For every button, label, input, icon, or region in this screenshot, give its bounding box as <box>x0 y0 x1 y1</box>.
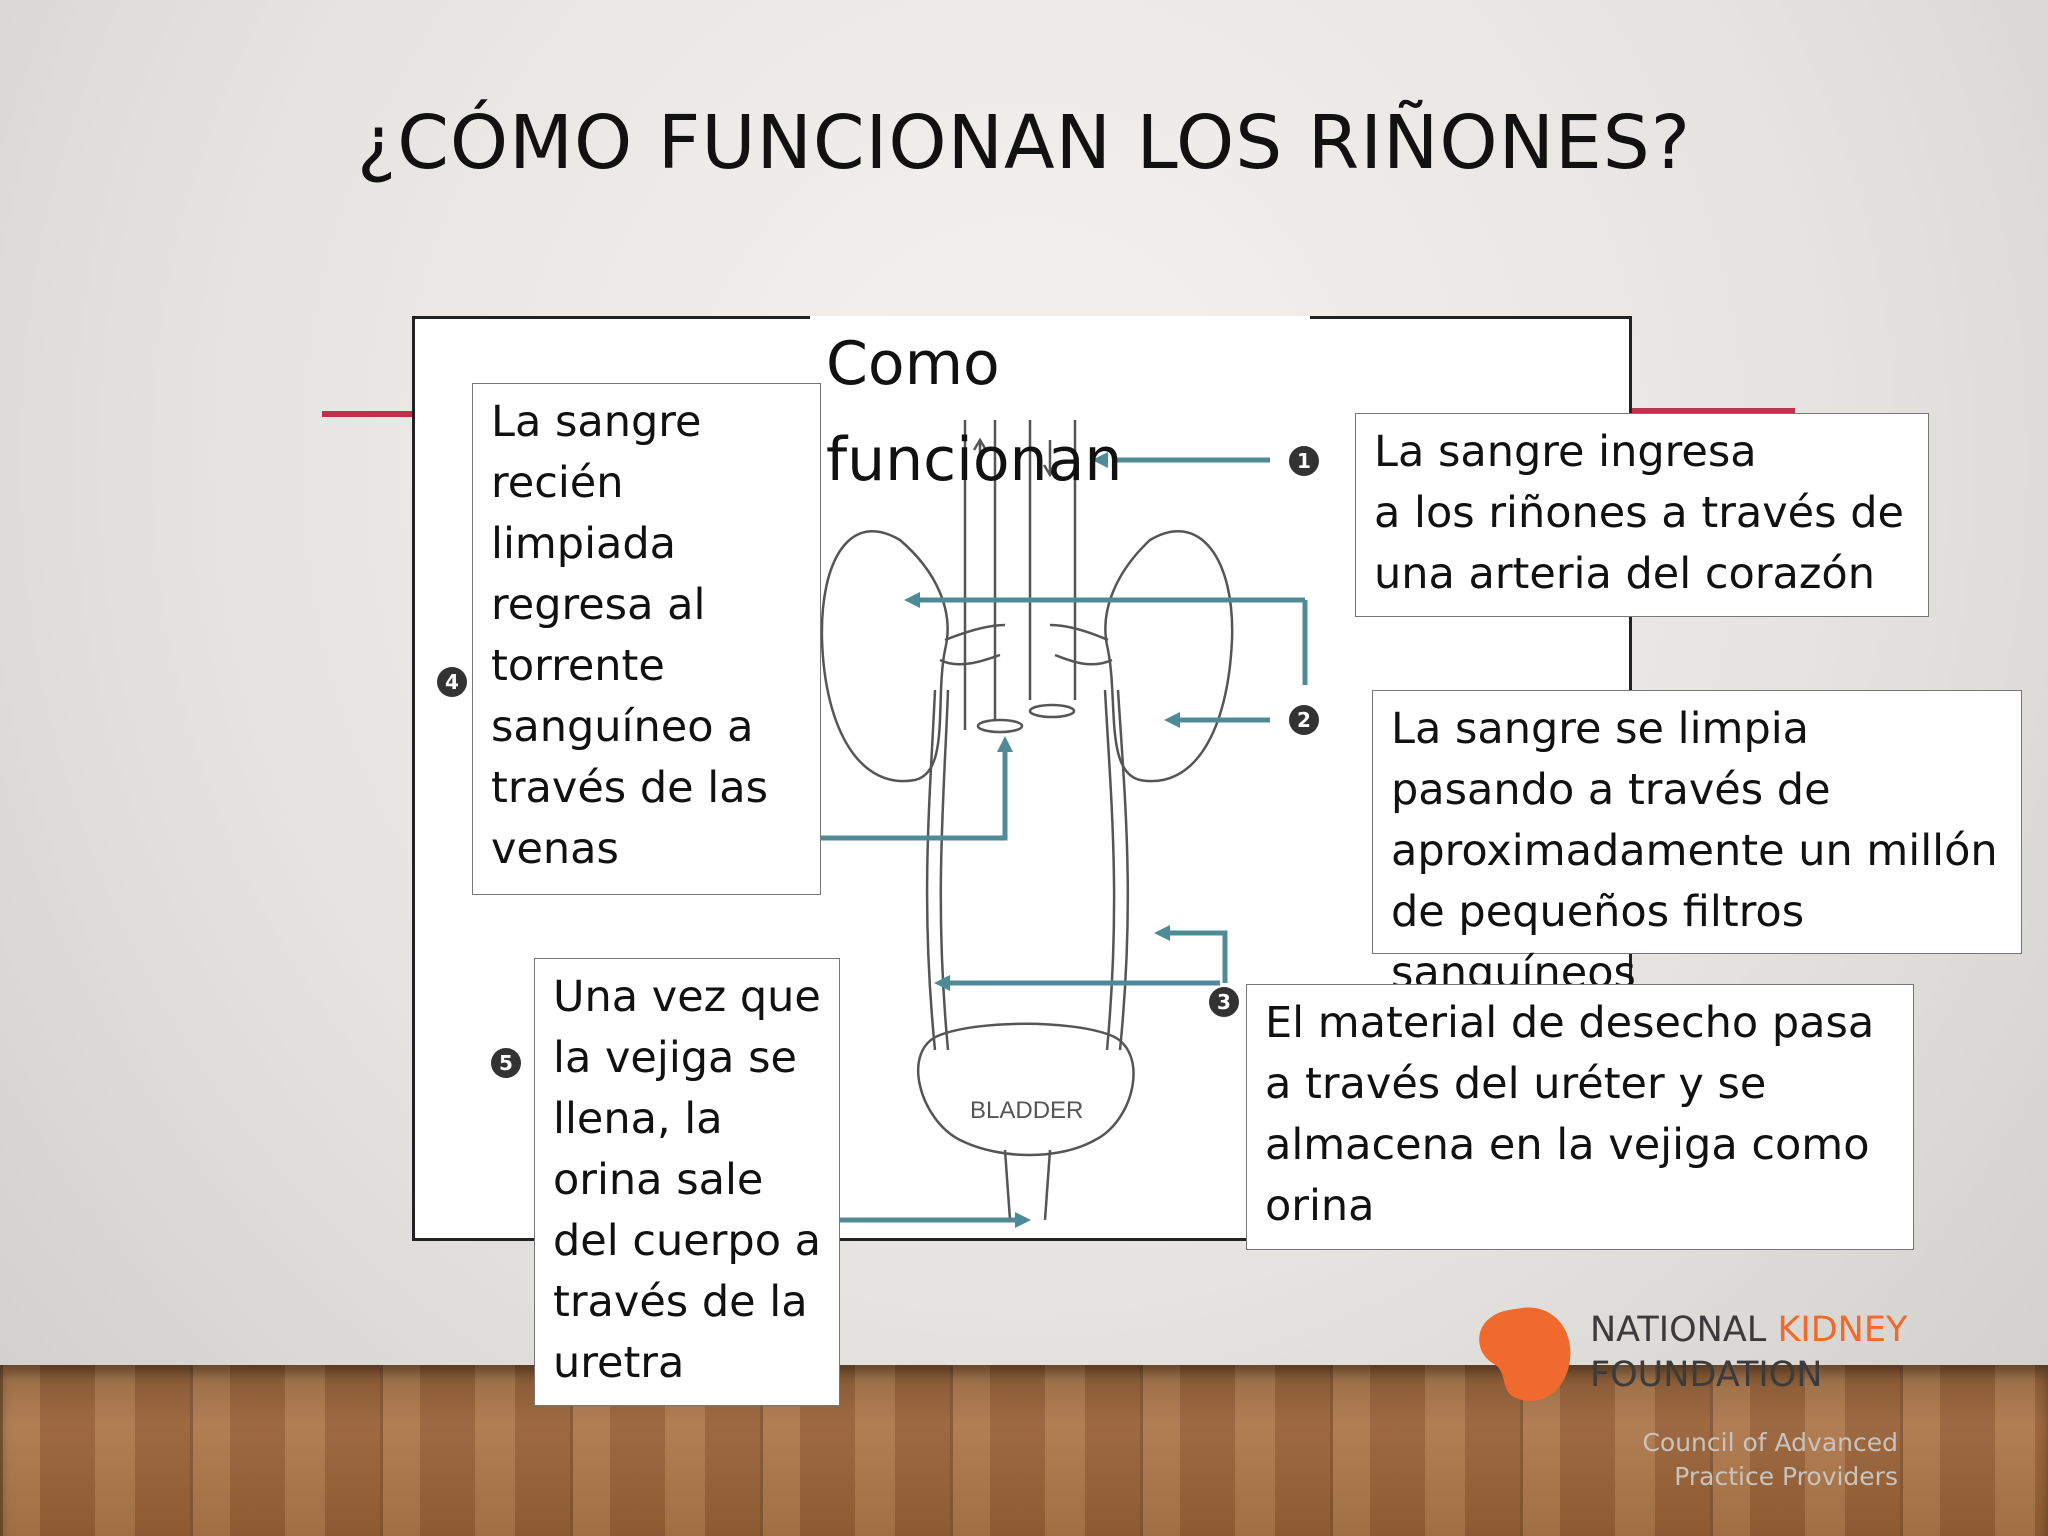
logo-word-kidney: KIDNEY <box>1777 1310 1908 1350</box>
accent-line-right <box>1630 408 1795 414</box>
bladder-label: BLADDER <box>970 1097 1083 1124</box>
callout-urethra-exit: Una vez que la vejiga se llena, la orina… <box>534 958 840 1406</box>
logo-word-national: NATIONAL <box>1590 1310 1767 1350</box>
slide-title: ¿CÓMO FUNCIONAN LOS RIÑONES? <box>356 100 1692 186</box>
nkf-logo: NATIONAL KIDNEY FOUNDATION Council of Ad… <box>1470 1300 1950 1500</box>
diagram-heading: Como funcionan <box>810 316 1310 495</box>
wood-floor <box>0 1365 2048 1536</box>
step-1-number: 1 <box>1297 449 1311 473</box>
step-2-number: 2 <box>1297 708 1311 732</box>
kidney-logo-icon <box>1479 1307 1571 1401</box>
callout-artery-entry: La sangre ingresa a los riñones a través… <box>1355 413 1929 617</box>
callout-ureter-bladder: El material de desecho pasa a través del… <box>1246 984 1914 1250</box>
logo-subtitle-line1: Council of Advanced <box>1642 1428 1898 1457</box>
callout-veins-return: La sangre recién limpiada regresa al tor… <box>472 383 821 895</box>
step-3-number: 3 <box>1217 990 1231 1014</box>
step-5-number: 5 <box>499 1051 513 1075</box>
callout-filters: La sangre se limpia pasando a través de … <box>1372 690 2022 998</box>
accent-line-left <box>322 411 417 417</box>
step-4-number: 4 <box>445 670 459 694</box>
logo-word-foundation: FOUNDATION <box>1590 1355 1823 1395</box>
logo-subtitle-line2: Practice Providers <box>1674 1462 1898 1491</box>
